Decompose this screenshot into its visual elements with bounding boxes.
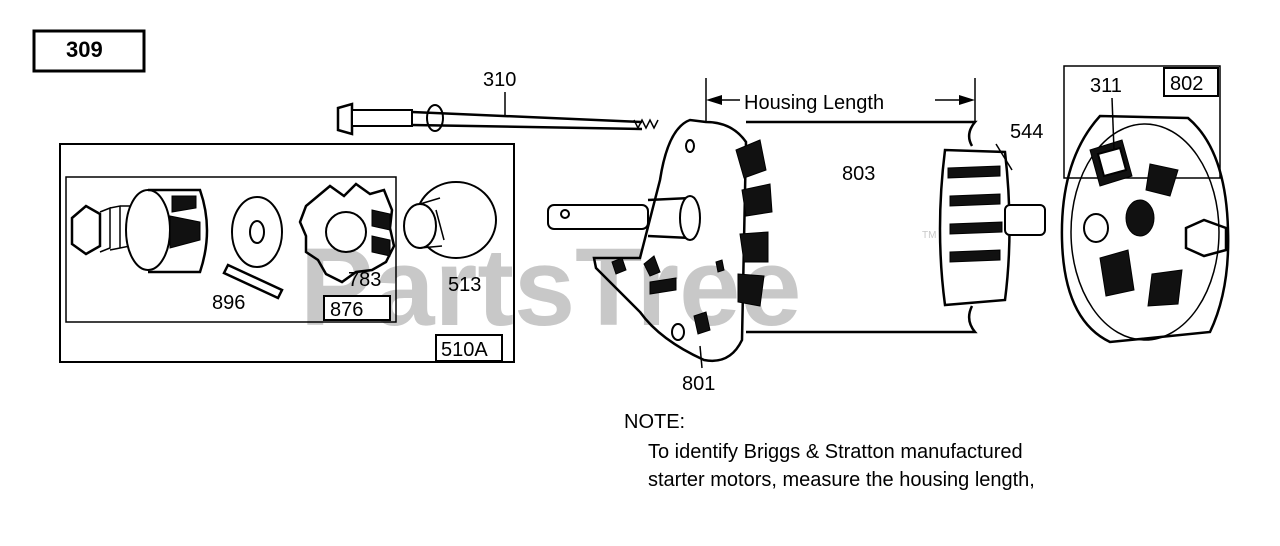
note-block: NOTE: To identify Briggs & Stratton manu… xyxy=(624,411,1035,491)
drive-end-plate-801: 801 xyxy=(547,118,773,395)
label-544: 544 xyxy=(1010,121,1043,143)
housing-length-label: Housing Length xyxy=(744,92,884,114)
armature-544: 544 xyxy=(938,121,1046,307)
label-510a: 510A xyxy=(441,339,488,361)
note-title: NOTE: xyxy=(624,411,685,433)
label-311: 311 xyxy=(1090,75,1122,97)
note-line-2: starter motors, measure the housing leng… xyxy=(648,469,1035,491)
label-310: 310 xyxy=(483,69,516,91)
ref-box-309: 309 xyxy=(32,29,146,73)
housing-length-dimension: Housing Length xyxy=(705,78,976,122)
label-803: 803 xyxy=(842,163,875,185)
note-line-1: To identify Briggs & Stratton manufactur… xyxy=(648,441,1023,463)
label-801: 801 xyxy=(682,373,715,395)
label-896: 896 xyxy=(212,292,245,314)
label-783: 783 xyxy=(348,269,381,291)
end-cap-802: 802 311 xyxy=(1060,65,1230,344)
label-513: 513 xyxy=(448,274,481,296)
label-802: 802 xyxy=(1170,73,1203,95)
through-bolt-310: 310 xyxy=(336,69,659,136)
trademark-mark: TM xyxy=(922,230,936,241)
ref-box-label: 309 xyxy=(66,37,103,62)
drive-assembly-510a: 510A 876 896 783 513 xyxy=(59,143,515,363)
motor-housing-803: 803 xyxy=(746,120,978,334)
label-876: 876 xyxy=(330,299,363,321)
